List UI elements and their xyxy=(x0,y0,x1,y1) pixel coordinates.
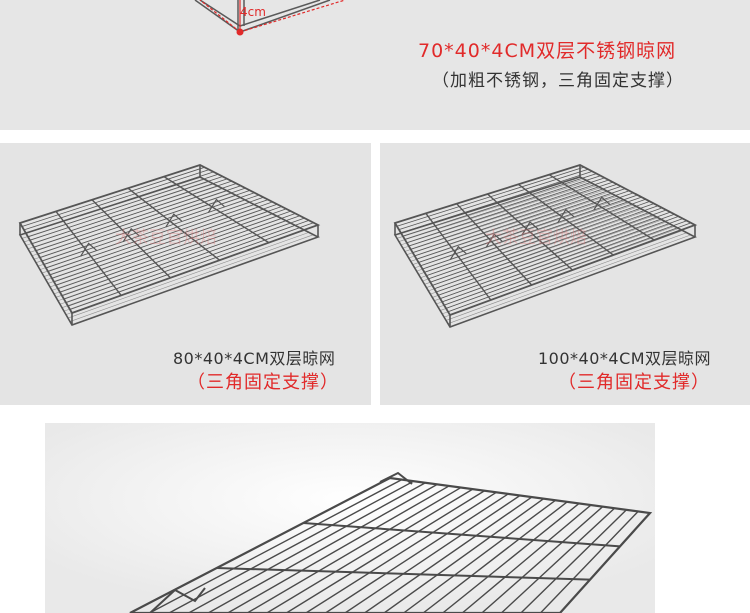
rack-cross-wire xyxy=(27,173,219,238)
rack-lower-wire xyxy=(447,234,691,324)
closeup-support-bar xyxy=(216,567,591,581)
closeup-wire xyxy=(266,488,474,613)
mid-left-product-panel: 大茶豆官烘焙 xyxy=(0,143,371,405)
closeup-handle xyxy=(149,587,206,613)
mid-right-product-title: 100*40*4CM双层晾网 xyxy=(538,349,712,368)
rack-lower-wire xyxy=(67,232,310,319)
mid-right-product-subtitle: （三角固定支撑） xyxy=(558,372,710,393)
closeup-wire xyxy=(149,478,403,613)
rack-support-bar xyxy=(163,176,270,244)
closeup-wire xyxy=(520,509,627,613)
rack-triangle-support xyxy=(207,198,225,213)
closeup-wire xyxy=(227,485,450,613)
rack-cross-wire xyxy=(43,192,255,265)
mid-right-rack-image xyxy=(393,164,698,328)
rack-triangle-support xyxy=(449,245,467,261)
rack-lower-wire xyxy=(69,234,314,322)
rack-cross-wire xyxy=(51,201,273,279)
bottom-rack-closeup xyxy=(45,423,655,613)
rack-triangle-support xyxy=(122,227,140,243)
rack-support-bar xyxy=(55,210,122,296)
wire-rack xyxy=(393,164,698,328)
mid-left-rack-image xyxy=(18,164,321,326)
closeup-wire xyxy=(168,480,414,613)
mid-right-product-panel: 大茶豆官烘焙 xyxy=(380,143,750,405)
rack-support-bar xyxy=(548,174,655,241)
closeup-wire xyxy=(246,486,462,613)
closeup-wire xyxy=(461,504,592,613)
dimension-line xyxy=(199,0,346,33)
mid-left-watermark: 大茶豆官烘焙 xyxy=(115,228,217,248)
closeup-wire xyxy=(207,483,438,613)
closeup-wire xyxy=(442,502,580,613)
rack-cross-wire xyxy=(53,203,278,283)
top-product-title: 70*40*4CM双层不锈钢晾网 xyxy=(418,40,677,62)
bottom-product-photo xyxy=(0,418,750,613)
closeup-wire xyxy=(305,491,497,613)
rack-support-bar xyxy=(127,187,221,261)
rack-lower-wire xyxy=(398,180,589,242)
closeup-handle xyxy=(379,471,413,485)
rack-cross-wire xyxy=(25,171,214,234)
closeup-wire xyxy=(403,499,556,613)
rack-triangle-support xyxy=(593,196,611,211)
rack-cross-wire xyxy=(59,210,291,293)
rack-cross-wire xyxy=(35,183,237,252)
rack-triangle-support xyxy=(557,208,575,224)
closeup-wire xyxy=(344,494,521,613)
mid-left-product-subtitle: （三角固定支撑） xyxy=(187,372,339,393)
rack-support-bar xyxy=(91,199,171,279)
closeup-wire xyxy=(364,496,533,613)
closeup-wire xyxy=(481,506,604,613)
rack-cross-wire xyxy=(31,178,228,245)
closeup-wire xyxy=(500,507,616,613)
rack-cross-wire xyxy=(57,208,287,290)
closeup-support-bar xyxy=(303,522,621,548)
rack-cross-wire xyxy=(55,206,282,286)
mid-left-product-title: 80*40*4CM双层晾网 xyxy=(173,349,336,368)
rack-cross-wire xyxy=(21,166,205,227)
rack-cross-wire xyxy=(61,213,296,297)
closeup-wire xyxy=(422,501,568,613)
rack-lower-frame xyxy=(393,176,697,328)
rack-triangle-support xyxy=(521,221,539,236)
rack-cross-wire xyxy=(65,217,305,303)
rack-cross-wire xyxy=(69,222,314,310)
top-rack-image xyxy=(194,0,346,36)
rack-support-bar xyxy=(517,183,614,256)
rack-support-bar xyxy=(456,203,533,286)
rack-cross-wire xyxy=(33,180,232,248)
rack-triangle-support xyxy=(165,213,183,228)
rack-cross-wire xyxy=(49,199,269,276)
rack-cross-wire xyxy=(39,187,246,258)
rack-cross-wire xyxy=(23,169,210,231)
rack-lower-wire xyxy=(445,232,687,321)
rack-support-bar xyxy=(425,212,492,301)
closeup-wire xyxy=(383,498,545,613)
rack-cross-wire xyxy=(47,196,264,272)
dimension-label: 4cm xyxy=(240,5,266,19)
rack-cross-wire xyxy=(29,176,223,241)
closeup-wire xyxy=(188,482,426,613)
rack-cross-wire xyxy=(37,185,241,255)
rack-lower-wire xyxy=(400,183,593,246)
rack-triangle-support xyxy=(80,242,97,257)
rack-support-bar xyxy=(487,193,573,271)
top-product-panel: 4cm 70*40*4CM双层不锈钢晾网 （加粗不锈钢，三角固定支撑） xyxy=(0,0,750,130)
closeup-wire xyxy=(539,510,639,613)
rack-lower-wire xyxy=(396,178,585,239)
mid-right-watermark: 大茶豆官烘焙 xyxy=(485,228,587,248)
wire-rack xyxy=(18,164,321,326)
closeup-rack xyxy=(129,471,653,613)
rack-cross-wire xyxy=(67,220,310,307)
dimension-dot xyxy=(236,28,244,36)
closeup-wire xyxy=(285,490,485,613)
rack-cross-wire xyxy=(63,215,300,300)
closeup-wire xyxy=(325,493,509,613)
rack-triangle-support xyxy=(485,233,503,248)
top-product-subtitle: （加粗不锈钢，三角固定支撑） xyxy=(432,71,684,91)
